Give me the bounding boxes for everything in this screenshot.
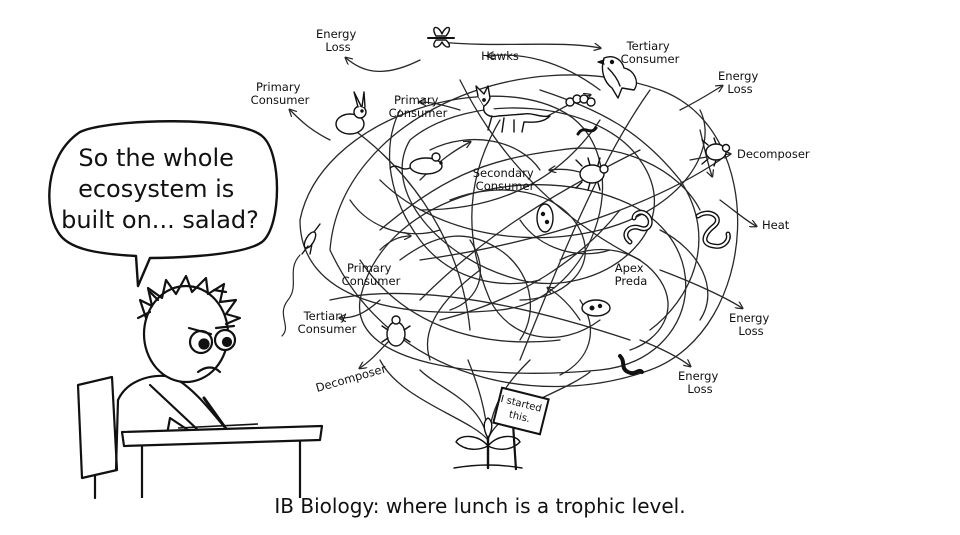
mouse-icon <box>389 152 443 175</box>
bubble-line-3: built on... salad? <box>61 206 259 234</box>
bacteria-icon <box>581 299 611 317</box>
label-energy-loss-right: Energy Loss <box>729 311 773 338</box>
label-tertiary-consumer-top: Tertiary Consumer <box>621 39 680 66</box>
label-heat: Heat <box>762 218 790 232</box>
rabbit-icon <box>335 91 367 135</box>
dragonfly-icon <box>427 26 455 48</box>
label-primary-consumer-mid: Primary Consumer <box>389 93 448 120</box>
bacteria-icon <box>536 203 554 233</box>
worm-icon <box>618 354 644 376</box>
hawk-icon <box>597 56 638 99</box>
fox-icon <box>475 85 551 133</box>
svg-text:So the whole ecosystem i: So the whole ecosystem is built on... sa… <box>61 144 259 234</box>
started-this-sign: I started this. <box>492 386 550 471</box>
bubble-line-1: So the whole <box>78 144 234 172</box>
food-web-labels: Energy Loss Hawks Tertiary Consumer Ener… <box>251 27 810 396</box>
bubble-line-2: ecosystem is <box>78 175 234 203</box>
label-secondary-consumer: Secondary Consumer <box>473 166 538 193</box>
label-apex-predator: Apex Preda <box>615 261 648 288</box>
beetle-icon <box>575 157 609 191</box>
snake-icon <box>623 209 653 245</box>
comic-caption: IB Biology: where lunch is a trophic lev… <box>274 494 686 518</box>
label-decomposer-left: Decomposer <box>314 361 388 395</box>
label-primary-consumer-left: Primary Consumer <box>251 80 310 107</box>
caterpillar-icon <box>565 94 596 107</box>
label-tertiary-consumer-left: Tertiary Consumer <box>298 309 357 336</box>
label-energy-loss-top: Energy Loss <box>316 27 360 54</box>
sign-line-2: this. <box>508 409 531 425</box>
worm-icon <box>576 126 598 136</box>
label-hawks: Hawks <box>481 49 519 63</box>
label-primary-consumer-lower: Primary Consumer <box>342 261 401 288</box>
snake-icon <box>695 210 731 249</box>
student-figure <box>76 274 242 500</box>
label-energy-loss-bottom: Energy Loss <box>678 369 722 396</box>
label-decomposer-right: Decomposer <box>737 147 810 161</box>
speech-bubble: So the whole ecosystem is built on... sa… <box>48 120 279 288</box>
label-energy-loss-top-right: Energy Loss <box>718 69 762 96</box>
desk <box>120 423 324 498</box>
seedling-icon <box>453 417 523 470</box>
beetle-icon <box>381 315 411 347</box>
beetle-icon <box>701 137 731 167</box>
mosquito-icon <box>301 223 321 255</box>
